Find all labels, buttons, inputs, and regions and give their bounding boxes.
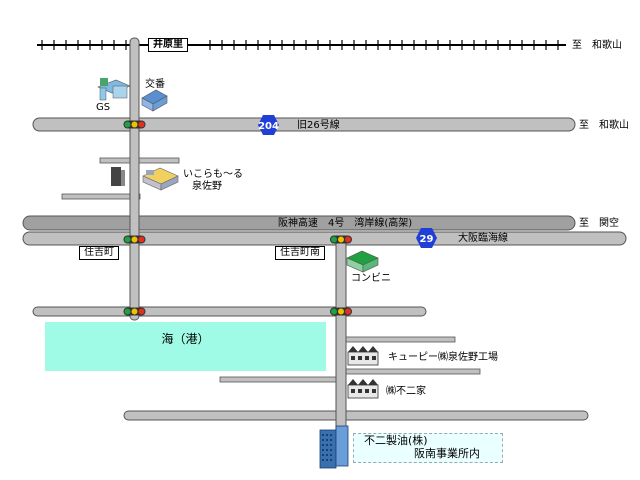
tower-window bbox=[322, 439, 324, 441]
tower-window bbox=[326, 434, 328, 436]
tower-window bbox=[330, 449, 332, 451]
old26-destination-label: 至 和歌山 bbox=[579, 120, 629, 131]
sea-area bbox=[45, 322, 326, 371]
tower-window bbox=[322, 459, 324, 461]
fuji-label: ㈱不二家 bbox=[386, 386, 426, 397]
tower-window bbox=[322, 449, 324, 451]
gs-label: GS bbox=[96, 102, 111, 113]
road-lower-left bbox=[219, 376, 339, 383]
tower-window bbox=[326, 439, 328, 441]
tower-window bbox=[330, 459, 332, 461]
route-shield-29: 29 bbox=[416, 228, 437, 248]
road-hanshin-expressway bbox=[22, 215, 576, 231]
road-rinkai bbox=[22, 231, 627, 246]
tower-window bbox=[330, 444, 332, 446]
mall-icon bbox=[142, 167, 179, 191]
tower-window bbox=[330, 439, 332, 441]
tower-window bbox=[322, 444, 324, 446]
convenience-store-icon bbox=[346, 250, 379, 273]
road-bottom bbox=[123, 410, 589, 421]
tower-window bbox=[326, 459, 328, 461]
tower-window bbox=[326, 454, 328, 456]
svg-text:29: 29 bbox=[420, 234, 434, 245]
intersection-sumiyoshi: 住吉町 bbox=[79, 246, 119, 260]
destination-box: 不二製油(株) 阪南事業所内 bbox=[353, 433, 503, 463]
svg-text:204: 204 bbox=[258, 121, 279, 132]
road-side-b bbox=[61, 193, 141, 200]
road-fuji bbox=[344, 368, 481, 375]
tower-window bbox=[330, 454, 332, 456]
hanshin-destination-label: 至 関空 bbox=[579, 218, 619, 229]
station-label: 井原里 bbox=[148, 38, 188, 52]
destination-office: 阪南事業所内 bbox=[414, 447, 480, 460]
police-box-icon bbox=[141, 89, 168, 112]
traffic-signal-icon bbox=[123, 120, 146, 129]
intersection-sumiyoshi-minami: 住吉町南 bbox=[275, 246, 325, 260]
mall-label-line2: 泉佐野 bbox=[192, 181, 222, 192]
road-harbor bbox=[32, 306, 427, 317]
traffic-signal-icon bbox=[123, 235, 146, 244]
konbini-label: コンビニ bbox=[351, 273, 391, 284]
old26-label: 旧26号線 bbox=[297, 120, 340, 131]
hanshin-expressway-label: 阪神高速 4号 湾岸線(高架) bbox=[278, 218, 413, 229]
office-building-icon bbox=[319, 425, 349, 469]
road-vertical-right bbox=[335, 239, 347, 433]
sea-label: 海（港） bbox=[161, 332, 210, 346]
koban-label: 交番 bbox=[145, 79, 165, 90]
road-old26 bbox=[32, 117, 576, 132]
route-shield-204: 204 bbox=[258, 115, 279, 135]
building-icon bbox=[111, 167, 125, 186]
tower-window bbox=[322, 434, 324, 436]
mall-label-line1: いこらも～る bbox=[183, 169, 243, 180]
tower-window bbox=[326, 444, 328, 446]
road-vertical-left bbox=[129, 37, 140, 321]
gas-station-icon bbox=[97, 78, 131, 101]
rinkai-label: 大阪臨海線 bbox=[458, 233, 508, 244]
qp-factory-label: キューピー㈱泉佐野工場 bbox=[388, 352, 498, 363]
factory-icon-qp bbox=[347, 346, 379, 366]
traffic-signal-icon bbox=[123, 307, 146, 316]
traffic-signal-icon bbox=[330, 307, 352, 316]
destination-name: 不二製油(株) bbox=[364, 434, 428, 447]
tower-window bbox=[326, 449, 328, 451]
tower-window bbox=[330, 434, 332, 436]
traffic-signal-icon bbox=[330, 235, 352, 244]
tower-window bbox=[322, 454, 324, 456]
road-qp bbox=[344, 336, 456, 343]
railway-destination-label: 至 和歌山 bbox=[572, 40, 622, 51]
factory-icon-fuji bbox=[347, 379, 379, 399]
railway-line bbox=[37, 40, 566, 50]
